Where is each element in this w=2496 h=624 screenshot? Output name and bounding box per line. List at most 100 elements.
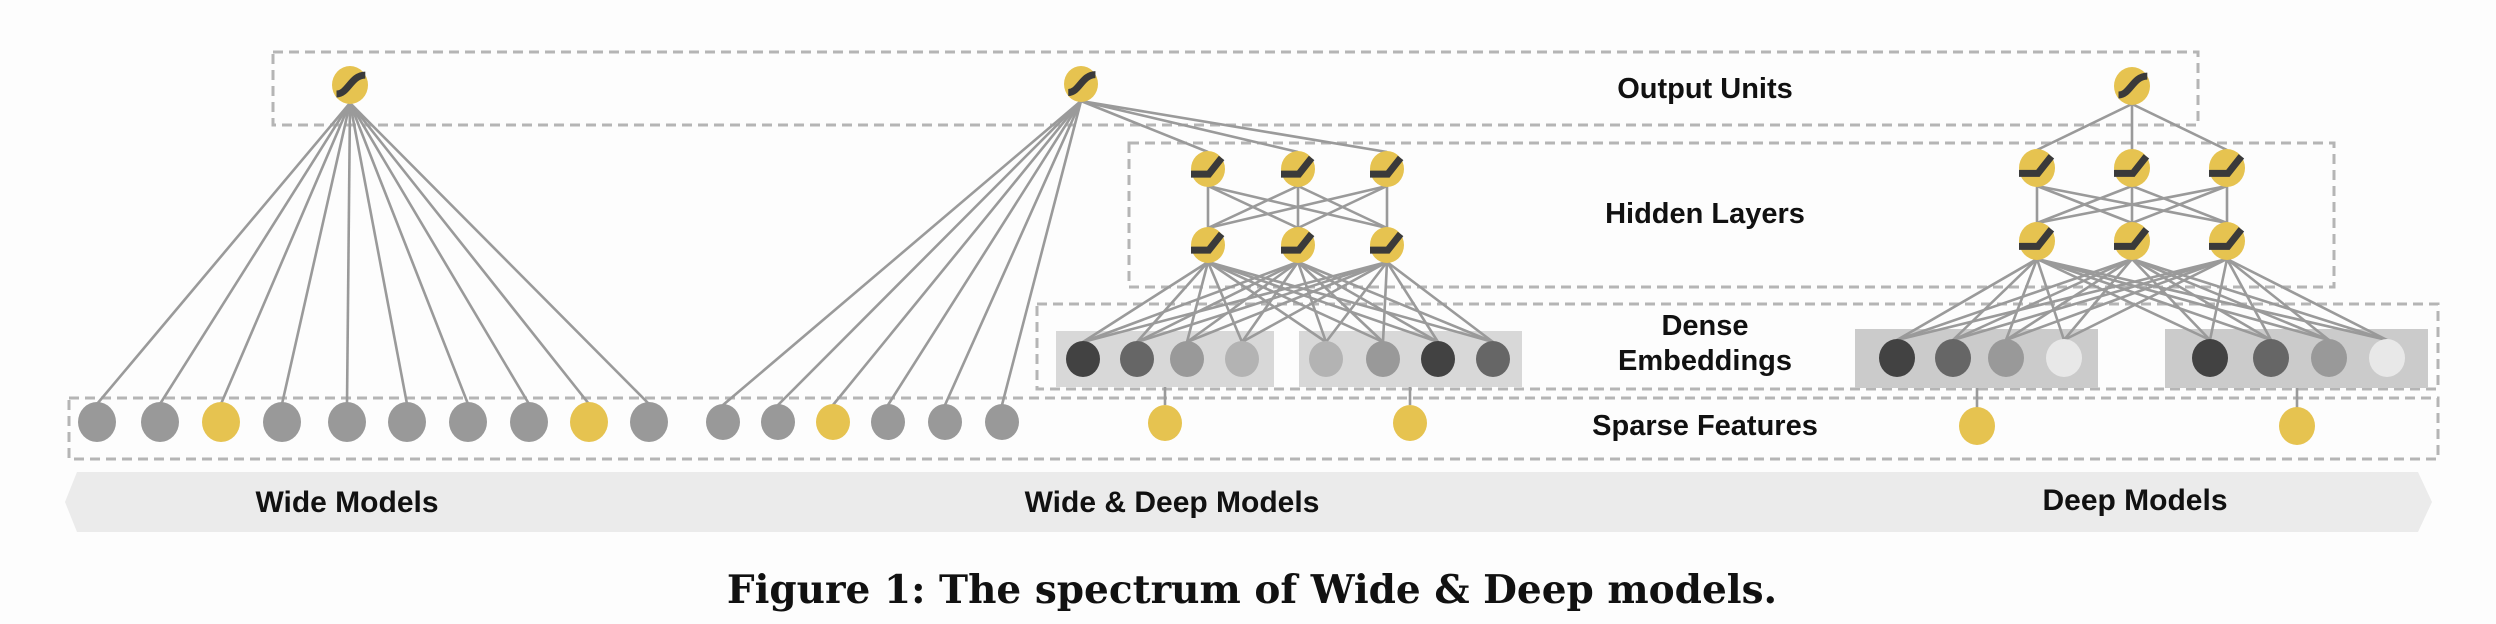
wide-deep-wide-edge <box>943 100 1083 406</box>
wide-deep-hidden-unit <box>1370 151 1404 187</box>
wide-deep-hidden-edge <box>1207 184 1388 230</box>
wide-deep-sparse-feature <box>1148 405 1182 441</box>
wide-deep-wide-feature <box>985 404 1019 440</box>
wide-deep-hidden-edge <box>1297 184 1388 230</box>
wide-deep-hidden-edge <box>1207 184 1299 230</box>
deep-hidden-edge <box>2131 184 2228 225</box>
wide-deep-embedding-edge <box>1297 260 1494 344</box>
label-hidden-layers: Hidden Layers <box>1605 198 1805 230</box>
wide-deep-output-edge <box>1080 99 1299 154</box>
sparse-features-box <box>67 396 2440 461</box>
wide-deep-embedding-edge <box>1207 260 1327 344</box>
relu-icon <box>2114 227 2150 250</box>
wide-deep-embedding-edge <box>1240 261 1300 343</box>
wide-edge <box>219 102 352 405</box>
deep-sparse-feature <box>1959 407 1995 445</box>
wide-deep-embedding-edge <box>1386 260 1494 344</box>
wide-deep-embedding-edge <box>1082 260 1209 344</box>
deep-sparse-feature <box>2279 407 2315 445</box>
wide-deep-embedding-unit <box>1476 341 1510 377</box>
relu-icon <box>1370 231 1404 254</box>
deep-embedding-edge <box>2225 258 2273 341</box>
deep-embedding-edge <box>2036 257 2272 342</box>
wide-sparse-feature <box>449 402 487 442</box>
relu-icon <box>1370 155 1404 178</box>
wide-deep-embedding-edge <box>1207 260 1384 344</box>
wide-edge <box>349 102 650 405</box>
deep-embedding-edge <box>2036 257 2330 342</box>
deep-hidden-unit <box>2114 149 2150 187</box>
label-output-units: Output Units <box>1617 73 1793 105</box>
wide-sparse-feature <box>202 402 240 442</box>
wide-deep-embedding-unit <box>1170 341 1204 377</box>
deep-embedding-edge <box>2005 257 2228 342</box>
wide-deep-embedding-edge <box>1381 261 1389 343</box>
deep-embedding-edge <box>1896 257 2228 342</box>
wide-deep-embedding-edge <box>1297 261 1384 343</box>
wide-sparse-feature <box>78 402 116 442</box>
wide-sparse-feature <box>388 402 426 442</box>
wide-edge <box>158 102 352 405</box>
wide-deep-output-edge <box>1080 99 1209 154</box>
wide-deep-hidden-unit <box>1281 151 1315 187</box>
deep-embedding-edge <box>1952 257 2228 342</box>
wide-deep-embedding-edge <box>1206 261 1244 343</box>
wide-edge <box>348 102 531 405</box>
deep-output-edge <box>2036 102 2133 152</box>
relu-icon <box>1281 231 1315 254</box>
deep-embedding-unit <box>2046 339 2082 377</box>
deep-embedding-edge <box>2226 257 2330 342</box>
relu-icon <box>2209 227 2245 250</box>
wide-edge <box>348 102 409 405</box>
wide-deep-embedding-edge <box>1082 260 1299 344</box>
deep-embedding-unit <box>1988 339 2024 377</box>
relu-icon <box>2019 227 2055 250</box>
wide-deep-wide-feature <box>871 404 905 440</box>
wide-sparse-feature <box>630 402 668 442</box>
wide-deep-embedding-edge <box>1297 260 1439 344</box>
deep-hidden-unit <box>2019 149 2055 187</box>
wide-edge <box>348 102 470 405</box>
deep-embedding-edge <box>1896 257 2133 342</box>
wide-deep-embedding-edge <box>1385 261 1440 343</box>
deep-embedding-edge <box>2208 258 2229 341</box>
wide-deep-embedding-unit <box>1421 341 1455 377</box>
wide-output-unit <box>332 66 368 104</box>
wide-deep-embedding-unit <box>1066 341 1100 377</box>
deep-embedding-edge <box>2004 258 2039 341</box>
wide-deep-embedding-edge <box>1185 261 1210 343</box>
connections <box>96 99 2388 408</box>
wide-deep-wide-feature <box>816 404 850 440</box>
wide-deep-output-unit <box>1064 66 1098 102</box>
sigmoid-icon <box>1067 71 1096 96</box>
wide-deep-hidden-unit <box>1281 227 1315 263</box>
units <box>78 66 2405 445</box>
spectrum-arrow-band <box>65 472 2432 532</box>
wide-sparse-feature <box>328 402 366 442</box>
wide-sparse-feature <box>263 402 301 442</box>
deep-embedding-edge <box>2063 257 2228 342</box>
wide-deep-embedding-unit <box>1225 341 1259 377</box>
deep-embedding-edge <box>2131 257 2272 342</box>
wide-deep-embedding-edge <box>1136 260 1388 344</box>
sigmoid-icon <box>2117 72 2148 99</box>
deep-output-unit <box>2114 67 2150 105</box>
label-dense: Dense <box>1661 310 1748 342</box>
label-wide-deep-models: Wide & Deep Models <box>1025 486 1320 519</box>
dense-embeddings-box <box>1035 302 2440 391</box>
deep-hidden-edge <box>2036 184 2228 225</box>
wide-deep-embedding-edge <box>1136 261 1209 343</box>
deep-embedding-unit <box>2369 339 2405 377</box>
deep-embedding-edge <box>2063 258 2133 341</box>
wide-deep-wide-edge <box>886 100 1083 406</box>
deep-embedding-unit <box>2192 339 2228 377</box>
deep-hidden-unit <box>2019 222 2055 260</box>
wide-deep-embedding-edge <box>1082 260 1388 344</box>
wide-deep-embedding-edge <box>1241 260 1388 344</box>
relu-icon <box>1191 231 1225 254</box>
deep-embedding-unit <box>2253 339 2289 377</box>
label-deep-models: Deep Models <box>2042 484 2227 517</box>
deep-embedding-unit <box>2311 339 2347 377</box>
deep-hidden-edge <box>2036 184 2133 225</box>
wide-deep-wide-edge <box>1000 100 1083 406</box>
